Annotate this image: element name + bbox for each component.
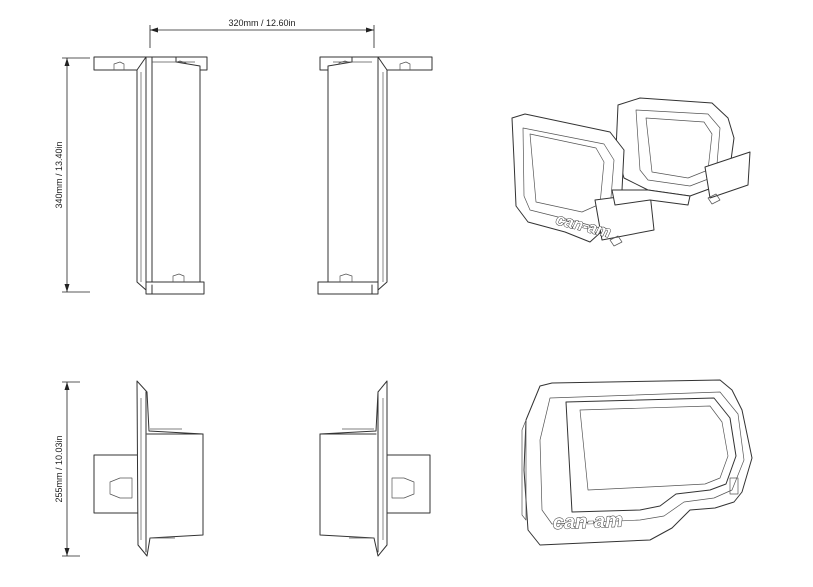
height-dimension-top-label: 340mm / 13.40in [54, 141, 64, 208]
side-view-right-top [317, 56, 433, 295]
side-view-left-top [93, 56, 208, 295]
width-dimension-label: 320mm / 12.60in [228, 18, 295, 28]
height-dimension-top: 340mm / 13.40in [54, 57, 90, 293]
width-dimension: 320mm / 12.60in [149, 18, 375, 48]
height-dimension-bottom-label: 255mm / 10.03in [54, 435, 64, 502]
side-view-right-bottom [319, 380, 431, 557]
side-view-left-bottom [93, 380, 204, 557]
isometric-view-front: can-am [521, 379, 753, 546]
height-dimension-bottom: 255mm / 10.03in [54, 381, 80, 557]
isometric-view-rear: can-am [511, 97, 751, 247]
brand-logo-front: can-am [552, 510, 623, 534]
